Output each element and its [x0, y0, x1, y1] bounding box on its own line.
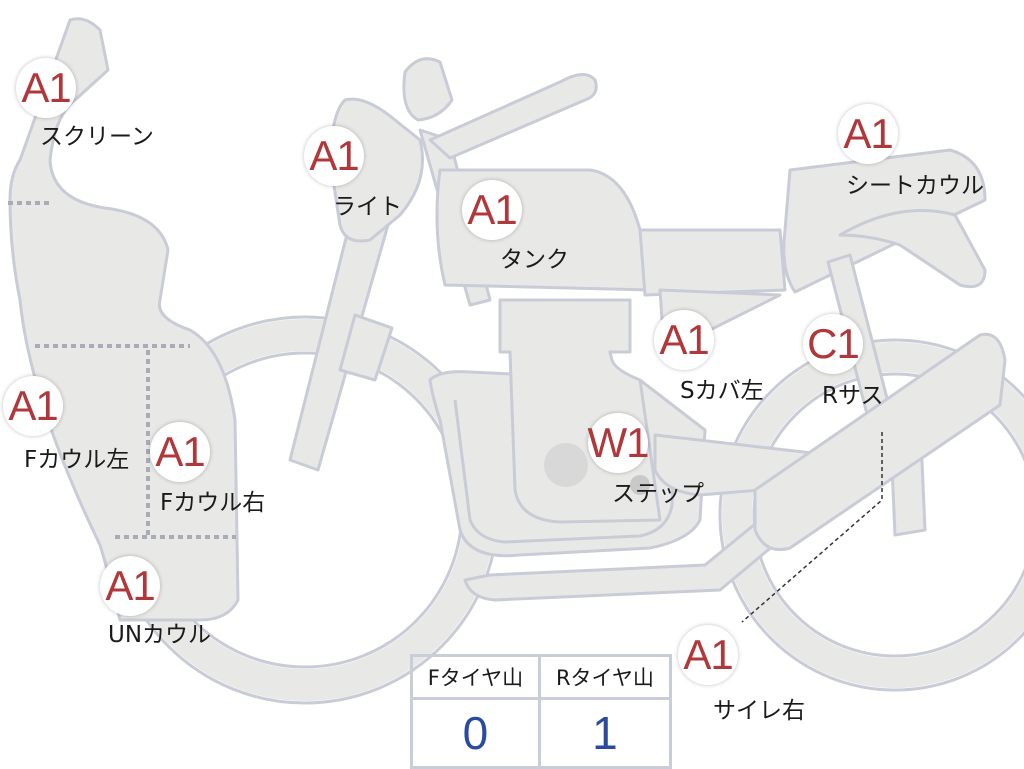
grade-marker-f-cowl-l: A1: [3, 376, 63, 436]
rear-wheel: [722, 342, 1024, 688]
grade-text: C1: [807, 320, 860, 367]
grade-text: W1: [587, 419, 650, 466]
part-label-screen: スクリーン: [40, 124, 154, 150]
grade-marker-screen: A1: [16, 58, 76, 118]
part-label-r-sus: Rサス: [822, 383, 884, 409]
tire-tread-table: Fタイヤ山 Rタイヤ山 0 1: [410, 654, 673, 769]
grade-text: A1: [21, 64, 71, 111]
grade-marker-tank: A1: [462, 180, 522, 240]
grade-text: A1: [105, 562, 155, 609]
grade-marker-seat-cowl: A1: [838, 104, 898, 164]
part-label-seat-cowl: シートカウル: [846, 173, 984, 199]
part-label-s-cover-l: Sカバ左: [680, 378, 764, 404]
rear-tire-value: 1: [537, 697, 673, 769]
grade-marker-r-sus: C1: [803, 314, 863, 374]
grade-text: A1: [309, 132, 359, 179]
part-label-un-cowl: UNカウル: [108, 622, 212, 648]
grade-text: A1: [683, 631, 733, 678]
front-tire-value: 0: [410, 697, 541, 769]
part-label-f-cowl-l: Fカウル左: [24, 447, 130, 473]
table-header-front-tire: Fタイヤ山: [410, 654, 541, 700]
grade-text: A1: [467, 186, 517, 233]
grade-marker-s-cover-l: A1: [654, 310, 714, 370]
part-label-light: ライト: [333, 194, 402, 220]
silencer: [753, 332, 1007, 551]
seat: [638, 228, 787, 297]
part-label-f-cowl-r: Fカウル右: [160, 490, 266, 516]
grade-text: A1: [843, 110, 893, 157]
grade-marker-light: A1: [304, 126, 364, 186]
grade-marker-un-cowl: A1: [100, 556, 160, 616]
part-label-step: ステップ: [612, 481, 704, 507]
handlebar: [428, 73, 598, 160]
part-label-silencer-r: サイレ右: [713, 698, 805, 724]
grade-text: A1: [659, 316, 709, 363]
grade-marker-step: W1: [587, 413, 650, 473]
grade-marker-f-cowl-r: A1: [150, 422, 210, 482]
table-row: 0 1: [410, 697, 673, 769]
table-header-row: Fタイヤ山 Rタイヤ山: [410, 654, 673, 700]
table-header-rear-tire: Rタイヤ山: [537, 654, 673, 700]
grade-text: A1: [8, 382, 58, 429]
grade-text: A1: [155, 428, 205, 475]
grade-marker-silencer-r: A1: [678, 625, 738, 685]
part-label-tank: タンク: [500, 247, 569, 273]
